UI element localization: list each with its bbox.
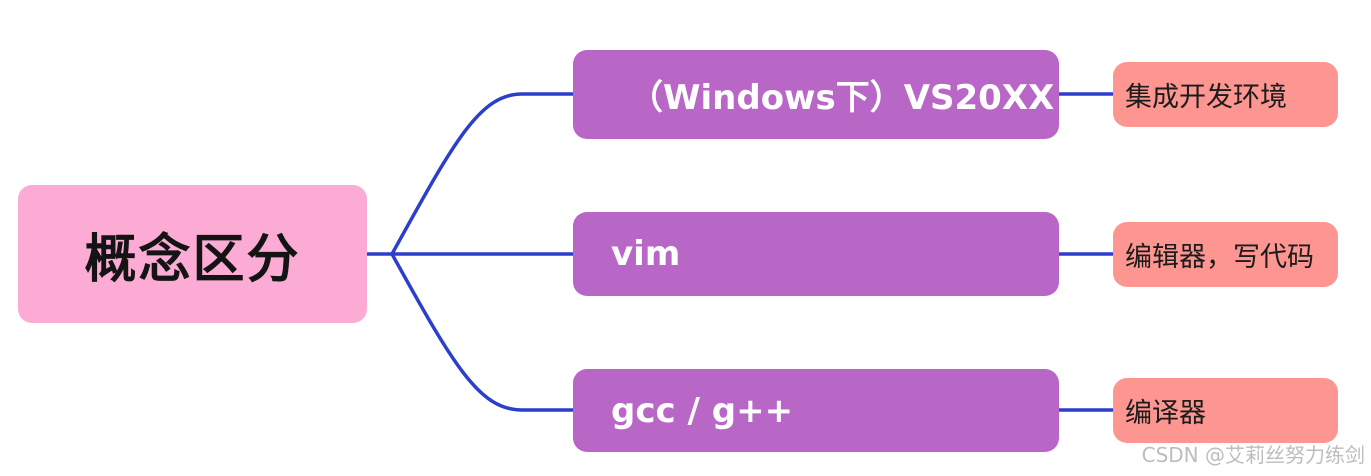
- leaf-label: 编辑器，写代码: [1125, 242, 1314, 273]
- connector-root-branch-0: [390, 92, 573, 255]
- leaf-label: 编译器: [1125, 398, 1206, 429]
- branch-node-vim[interactable]: vim: [573, 212, 1059, 296]
- connector-root-branch-2: [390, 253, 573, 412]
- branch-node-gcc[interactable]: gcc / g++: [573, 369, 1059, 452]
- branch-node-vs[interactable]: （Windows下）VS20XX: [573, 50, 1059, 139]
- csdn-watermark: CSDN @艾莉丝努力练剑: [1141, 443, 1365, 467]
- leaf-node-compiler[interactable]: 编译器: [1113, 378, 1338, 443]
- root-node[interactable]: 概念区分: [18, 185, 367, 323]
- leaf-node-ide[interactable]: 集成开发环境: [1113, 62, 1338, 127]
- root-label: 概念区分: [84, 229, 301, 290]
- branch-label: gcc / g++: [611, 390, 794, 431]
- branch-label: vim: [611, 234, 681, 274]
- leaf-label: 集成开发环境: [1125, 82, 1287, 113]
- branch-label: （Windows下）VS20XX: [629, 78, 1055, 118]
- leaf-node-editor[interactable]: 编辑器，写代码: [1113, 222, 1338, 287]
